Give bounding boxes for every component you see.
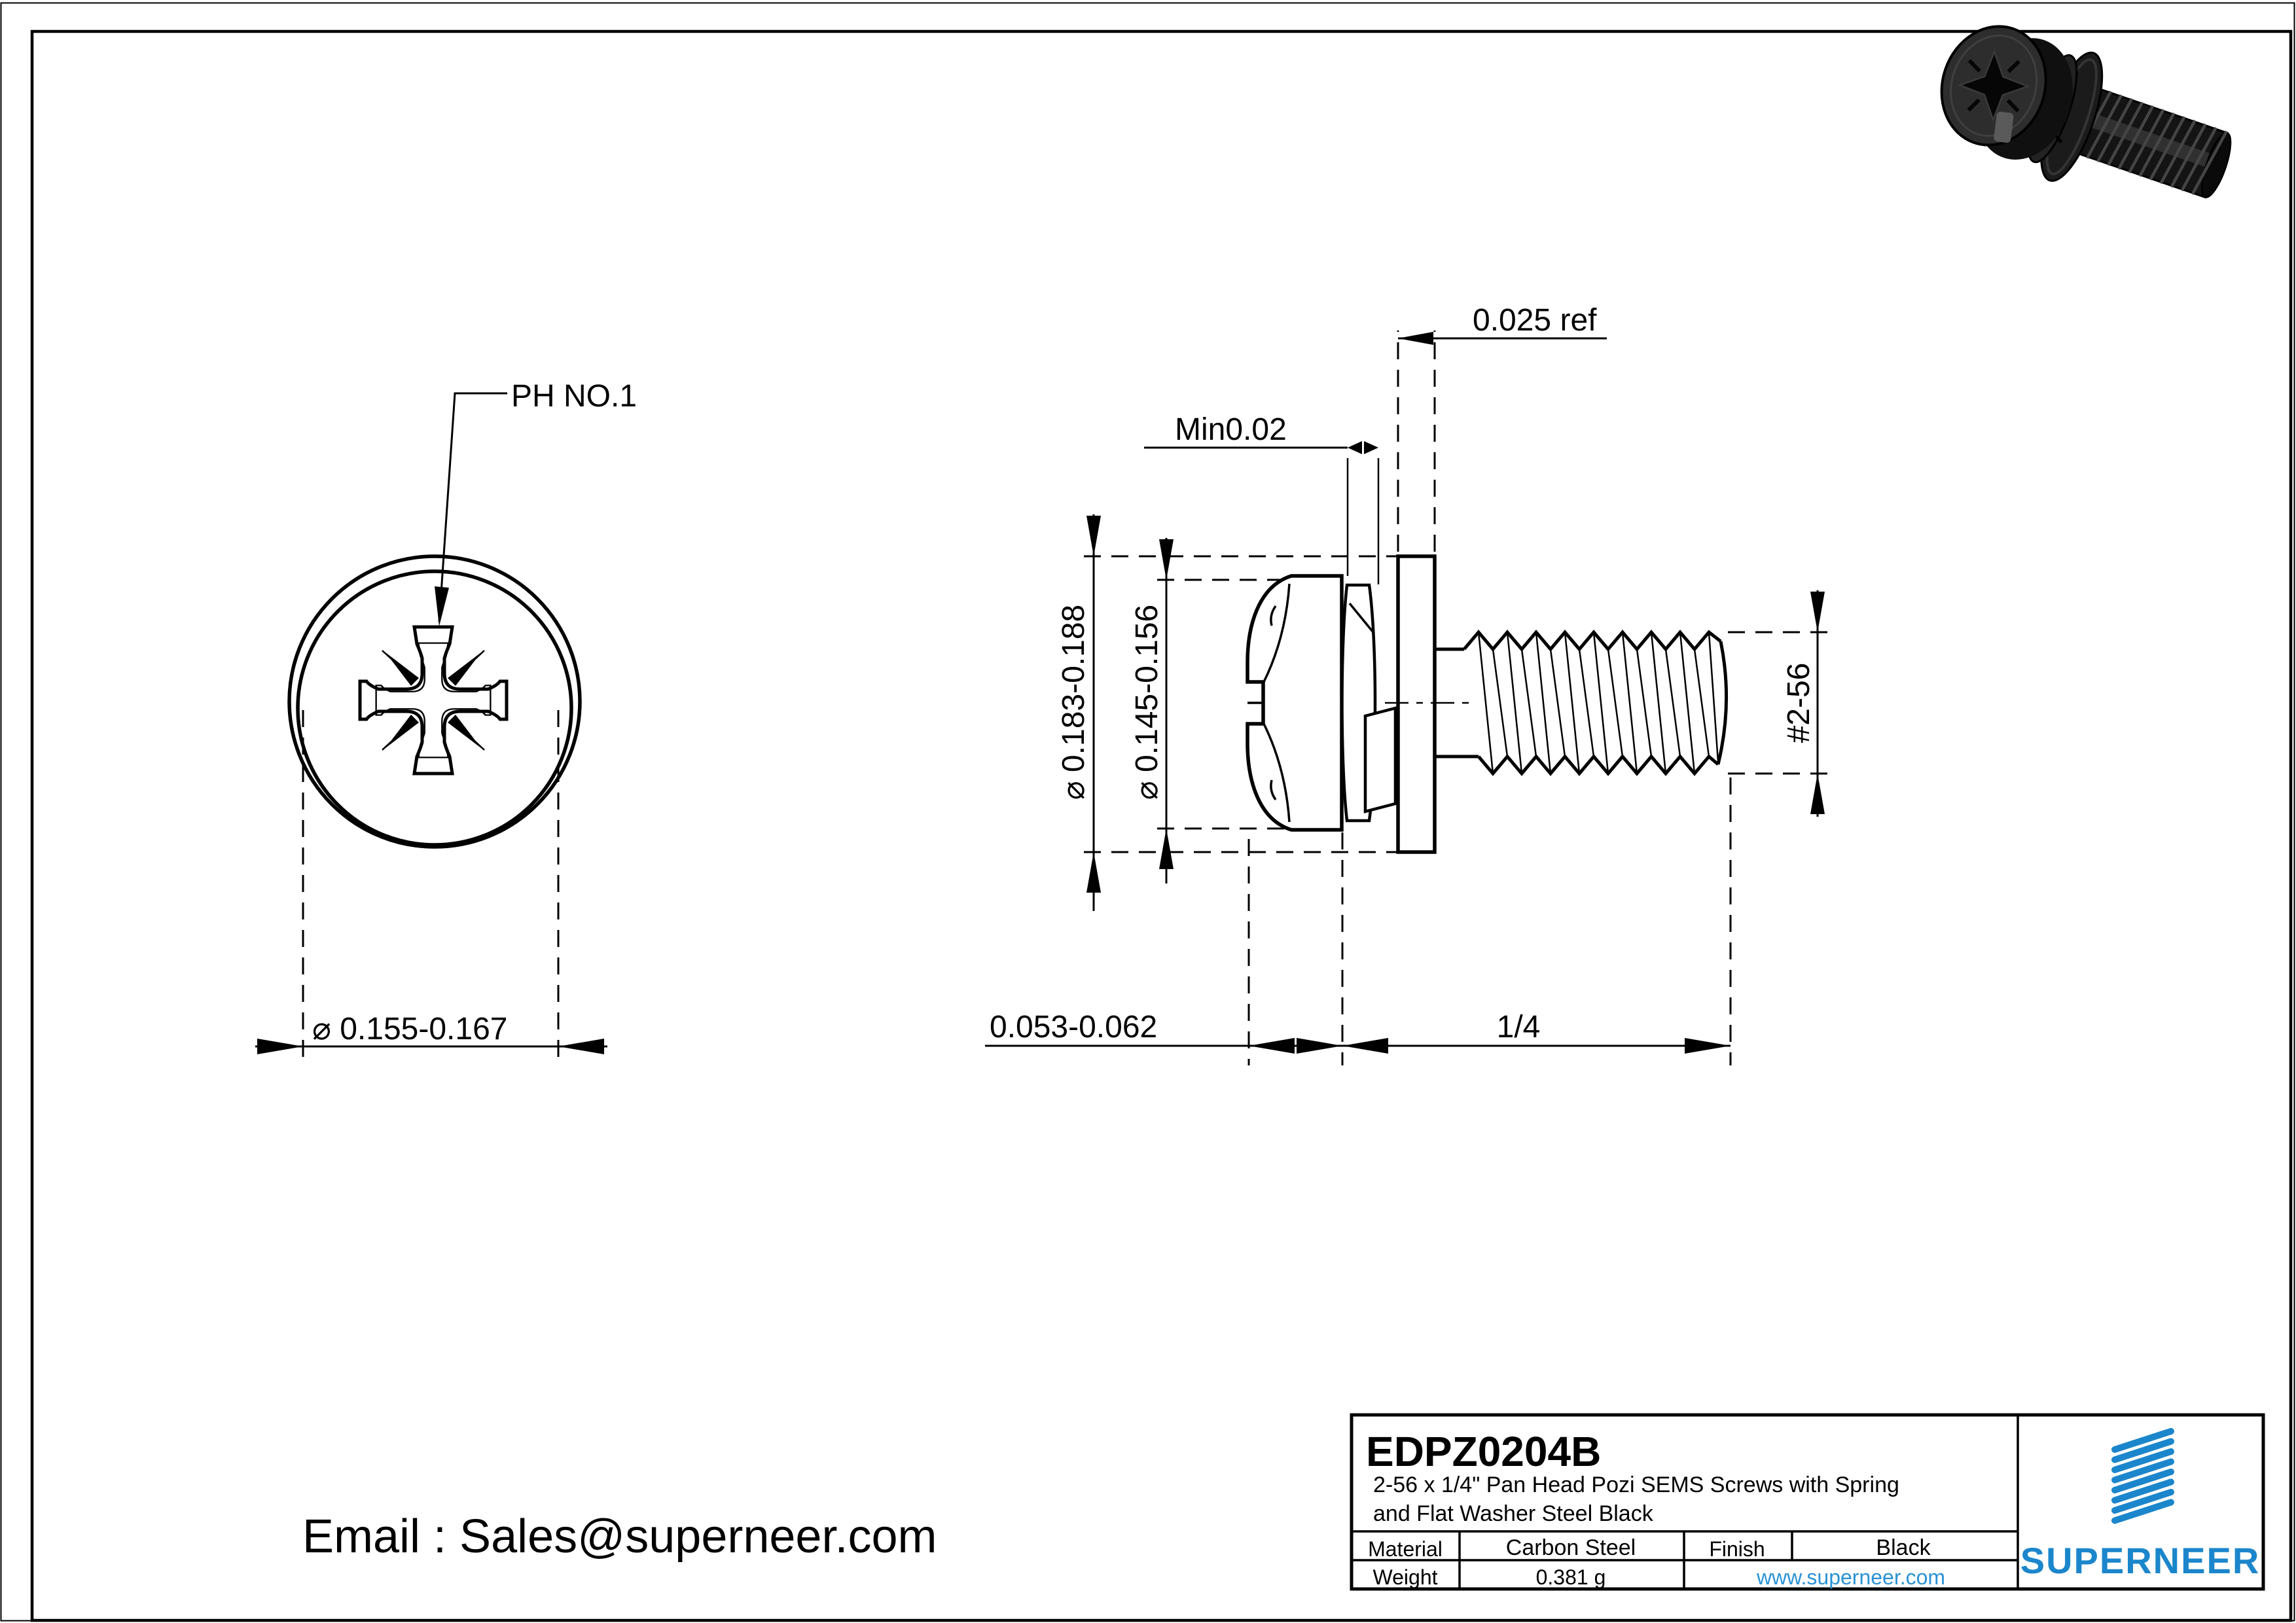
threaded-shank (1385, 630, 1729, 776)
dim-thread-size (1728, 590, 1827, 817)
dim-washer-od-label: ⌀ 0.183-0.188 (1056, 605, 1091, 800)
weight-label: Weight (1372, 1565, 1437, 1589)
material-label: Material (1368, 1537, 1443, 1561)
dim-washer-offset-label: 0.025 ref (1473, 303, 1597, 338)
drive-leader (435, 392, 507, 626)
front-dim (255, 710, 607, 1067)
dim-bottom (985, 777, 1732, 1065)
finish-value: Black (1876, 1535, 1931, 1560)
dim-head-od-label: ⌀ 0.145-0.156 (1130, 605, 1164, 800)
dim-washer-od (1084, 514, 1398, 911)
pozi-recess-3d-icon (1957, 49, 2030, 122)
drive-label: PH NO.1 (511, 379, 637, 414)
front-view: PH NO.1 ⌀ 0.155-0.167 (255, 379, 637, 1067)
brand-logo: SUPERNEER (2020, 1428, 2261, 1581)
spring-washer (1340, 583, 1397, 823)
email-text: Email : Sales@superneer.com (302, 1510, 937, 1563)
part-number: EDPZ0204B (1366, 1428, 1601, 1475)
dim-thread-length-label: 1/4 (1497, 1010, 1541, 1044)
material-value: Carbon Steel (1506, 1535, 1636, 1560)
description-line2: and Flat Washer Steel Black (1373, 1501, 1654, 1526)
dim-min-clearance (1144, 441, 1380, 584)
weight-value: 0.381 g (1536, 1565, 1606, 1589)
description-line1: 2-56 x 1/4" Pan Head Pozi SEMS Screws wi… (1373, 1472, 1899, 1497)
head-inner-circle (296, 569, 573, 847)
head-outer-circle (287, 554, 582, 849)
title-block: EDPZ0204B 2-56 x 1/4" Pan Head Pozi SEMS… (1350, 1413, 2265, 1591)
dim-min-clearance-label: Min0.02 (1175, 412, 1287, 447)
head-recess-lines (1247, 583, 1291, 823)
screw-3d-render (1940, 25, 2232, 199)
thread-flank-lines (1477, 632, 1719, 774)
dim-stack-thickness-label: 0.053-0.062 (990, 1010, 1157, 1044)
side-view: 0.025 ref Min0.02 ⌀ 0.183-0.188 ⌀ 0.145-… (985, 303, 1827, 1065)
dim-head-od (1157, 538, 1291, 883)
front-dim-label: ⌀ 0.155-0.167 (312, 1012, 507, 1046)
dim-washer-offset (1397, 330, 1607, 552)
website-link[interactable]: www.superneer.com (1756, 1565, 1945, 1589)
diagonal-stripes-icon (2111, 1428, 2174, 1524)
finish-label: Finish (1709, 1537, 1765, 1561)
flat-washer (1396, 554, 1437, 854)
pozi-recess-icon (358, 625, 509, 776)
dim-thread-size-label: #2-56 (1782, 663, 1816, 743)
brand-name: SUPERNEER (2020, 1540, 2261, 1581)
